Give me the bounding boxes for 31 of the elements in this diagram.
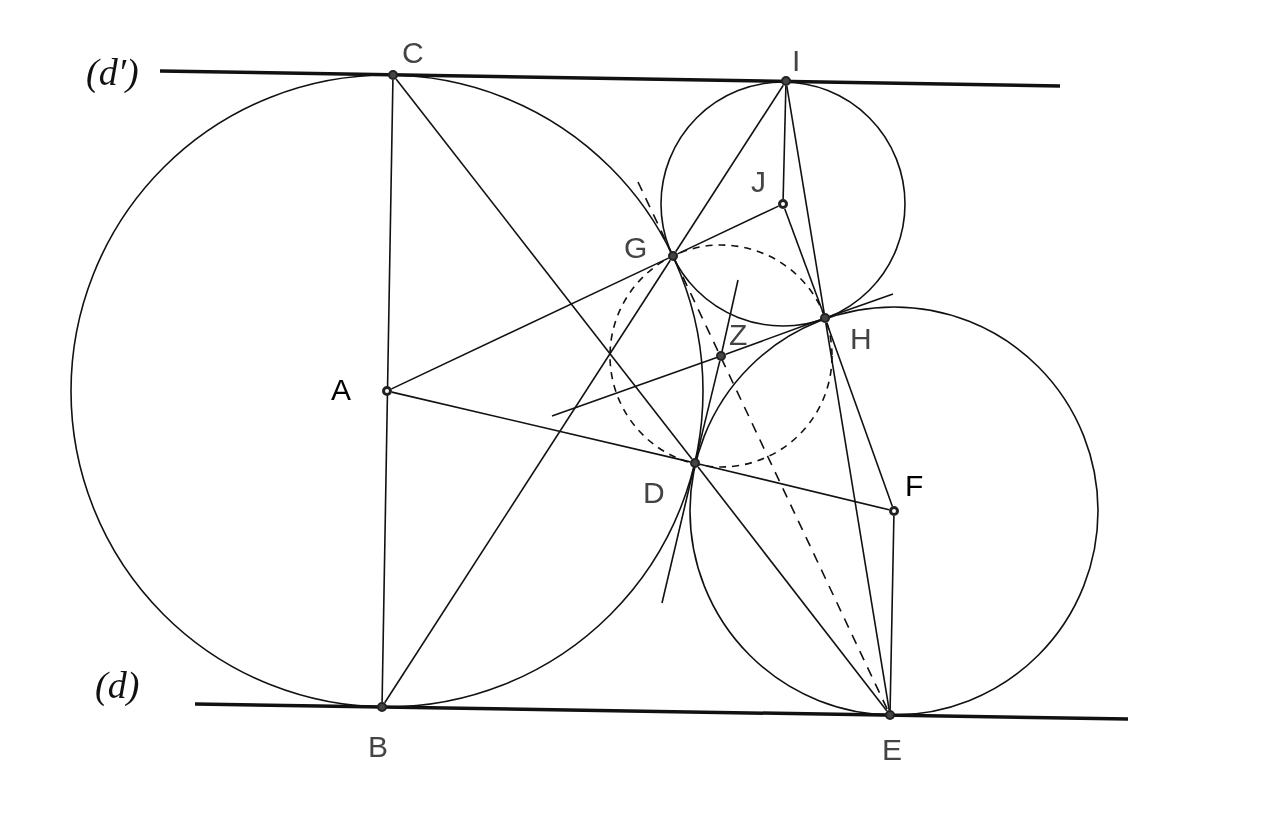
point-label: I [792, 46, 801, 76]
line-label: (d′) [86, 52, 139, 92]
line-segment [699, 463, 890, 511]
line-label: (d) [95, 665, 140, 705]
point-label: A [331, 375, 351, 405]
line-segment [390, 257, 670, 390]
point-label: Z [729, 320, 748, 350]
point-label: C [402, 38, 424, 68]
line-segment [697, 466, 888, 712]
line-segment [381, 79, 394, 703]
point-label: G [624, 233, 648, 263]
line-segment [889, 515, 895, 711]
point-label: E [882, 735, 902, 765]
point-label: H [850, 324, 872, 354]
line-segment [825, 321, 894, 508]
point-label: D [643, 478, 665, 508]
point-label: J [751, 167, 766, 197]
point-label: B [368, 732, 388, 762]
line-segment [676, 205, 780, 255]
line-segment [783, 207, 825, 315]
line-segment [391, 391, 691, 463]
point-label: F [905, 471, 924, 501]
line-segment [782, 85, 787, 200]
line-segment [695, 360, 721, 459]
dashed-line [674, 259, 889, 712]
line-segment [786, 85, 825, 314]
line-segment [395, 78, 693, 460]
line-segment [383, 259, 672, 704]
line-segment [724, 318, 822, 356]
line-segment [674, 84, 785, 253]
line-segment [825, 322, 890, 711]
